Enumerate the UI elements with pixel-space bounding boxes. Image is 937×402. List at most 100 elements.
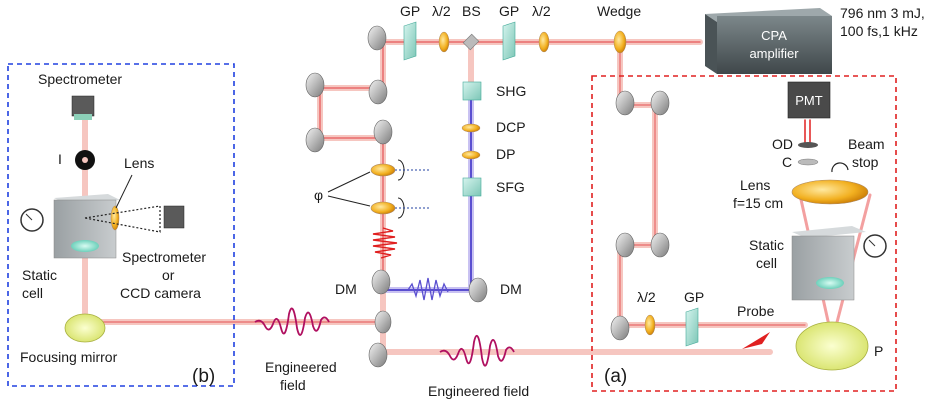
b-light-cone xyxy=(84,205,161,233)
a-mirror-4 xyxy=(650,232,670,258)
phi-plate-2 xyxy=(370,201,396,215)
cpa-label-1: CPA xyxy=(761,28,787,43)
b-lens xyxy=(110,205,120,231)
od-filter xyxy=(798,142,818,148)
spectrometer-top xyxy=(71,95,95,117)
od-label: OD xyxy=(772,136,793,152)
wedge-beam-core xyxy=(619,41,806,326)
spectrometer-right-label-3: CCD camera xyxy=(120,285,201,301)
b-gauge-needle xyxy=(25,213,33,221)
engineered-field-bottom xyxy=(439,334,515,367)
main-beam xyxy=(317,39,773,355)
a-lens-label-1: Lens xyxy=(740,177,770,193)
b-lens-label: Lens xyxy=(124,155,154,171)
mirror-left-4 xyxy=(373,119,393,145)
a-static-cell xyxy=(791,226,866,301)
b-static-cell-label-2: cell xyxy=(22,285,43,301)
mirror-bottom-1 xyxy=(374,310,392,334)
c-label: C xyxy=(782,154,792,170)
probe-arrow xyxy=(742,332,770,349)
dm-right-mirror xyxy=(468,277,488,303)
half-wave-plate-1 xyxy=(438,31,450,53)
c-filter xyxy=(797,158,819,166)
half-wave-plate-2 xyxy=(538,31,550,53)
engineered-field-mid-label-2: field xyxy=(280,377,306,393)
a-lens-label-2: f=15 cm xyxy=(733,195,783,211)
dm-left-label: DM xyxy=(335,281,357,297)
panel-a-box xyxy=(591,75,897,392)
a-half-wave-plate xyxy=(644,314,656,336)
phi-pointer-1 xyxy=(327,171,371,193)
panel-a-label: (a) xyxy=(604,366,627,387)
a-static-cell-label-1: Static xyxy=(749,237,784,253)
mirror-bottom-2 xyxy=(368,342,388,368)
spectrometer-right-label-2: or xyxy=(162,267,175,283)
laser-spec-line-2: 100 fs,1 kHz xyxy=(840,23,918,39)
half-wave-2-label: λ/2 xyxy=(532,3,551,19)
p-label: P xyxy=(874,343,883,359)
dm-left-mirror xyxy=(371,269,391,295)
focusing-mirror-label: Focusing mirror xyxy=(20,349,118,365)
wedge xyxy=(613,30,627,54)
shg-crystal xyxy=(462,81,482,101)
wedge-label: Wedge xyxy=(597,3,641,19)
pmt-label: PMT xyxy=(795,93,823,108)
phi-pointer-2 xyxy=(327,195,371,207)
beam-stop-label-1: Beam xyxy=(848,136,885,152)
b-static-cell xyxy=(53,194,120,259)
a-mirror-3 xyxy=(615,232,635,258)
panel-b-label: (b) xyxy=(192,366,215,387)
b-static-cell-label-1: Static xyxy=(22,267,57,283)
phi-plate-1 xyxy=(370,163,396,177)
a-mirror-1 xyxy=(615,90,635,116)
dcp-label: DCP xyxy=(496,119,526,135)
iris-label: I xyxy=(58,151,62,167)
parabolic-mirror xyxy=(795,321,869,371)
wedge-beam xyxy=(617,39,808,328)
engineered-field-mid-label-1: Engineered xyxy=(265,359,337,375)
cpa-label-2: amplifier xyxy=(749,46,799,61)
dm-right-label: DM xyxy=(500,281,522,297)
shg-label: SHG xyxy=(496,83,526,99)
a-static-cell-label-2: cell xyxy=(756,255,777,271)
dp-plate xyxy=(461,150,481,160)
gp-top-2 xyxy=(502,21,516,61)
spectrometer-right xyxy=(163,205,185,229)
a-gauge-needle xyxy=(868,239,876,247)
bs-label: BS xyxy=(462,3,481,19)
a-gp xyxy=(685,307,699,347)
engineered-field-mid xyxy=(254,307,330,336)
blue-beam xyxy=(380,92,474,293)
dcp-plate xyxy=(461,123,481,133)
gp-2-label: GP xyxy=(499,3,519,19)
sfg-crystal xyxy=(462,177,482,197)
half-wave-1-label: λ/2 xyxy=(432,3,451,19)
gp-1-label: GP xyxy=(400,3,420,19)
blue-beam-core xyxy=(382,94,472,291)
laser-spec-line-1: 796 nm 3 mJ, xyxy=(840,5,925,21)
cpa-amplifier: CPA amplifier xyxy=(705,8,832,74)
red-pulse xyxy=(372,227,398,259)
mirror-top-corner xyxy=(367,25,387,51)
panel-b-box xyxy=(7,63,235,387)
spectrometer-top-slit xyxy=(74,114,92,120)
gp-top-1 xyxy=(403,21,417,61)
a-mirror-5 xyxy=(610,315,630,341)
probe-label: Probe xyxy=(737,303,775,319)
beam-splitter xyxy=(462,33,480,51)
mirror-left-2 xyxy=(305,72,325,98)
spectrometer-top-label: Spectrometer xyxy=(38,71,122,87)
engineered-field-bottom-label: Engineered field xyxy=(428,383,529,399)
blue-pulse xyxy=(407,277,449,301)
phi-label: φ xyxy=(314,187,323,203)
dp-label: DP xyxy=(496,146,515,162)
sfg-label: SFG xyxy=(496,179,525,195)
focusing-mirror xyxy=(64,313,106,343)
a-mirror-2 xyxy=(650,90,670,116)
a-half-wave-label: λ/2 xyxy=(637,289,656,305)
beam-stop-label-2: stop xyxy=(852,154,879,170)
iris-hole xyxy=(82,157,88,163)
b-lens-pointer xyxy=(115,174,133,209)
